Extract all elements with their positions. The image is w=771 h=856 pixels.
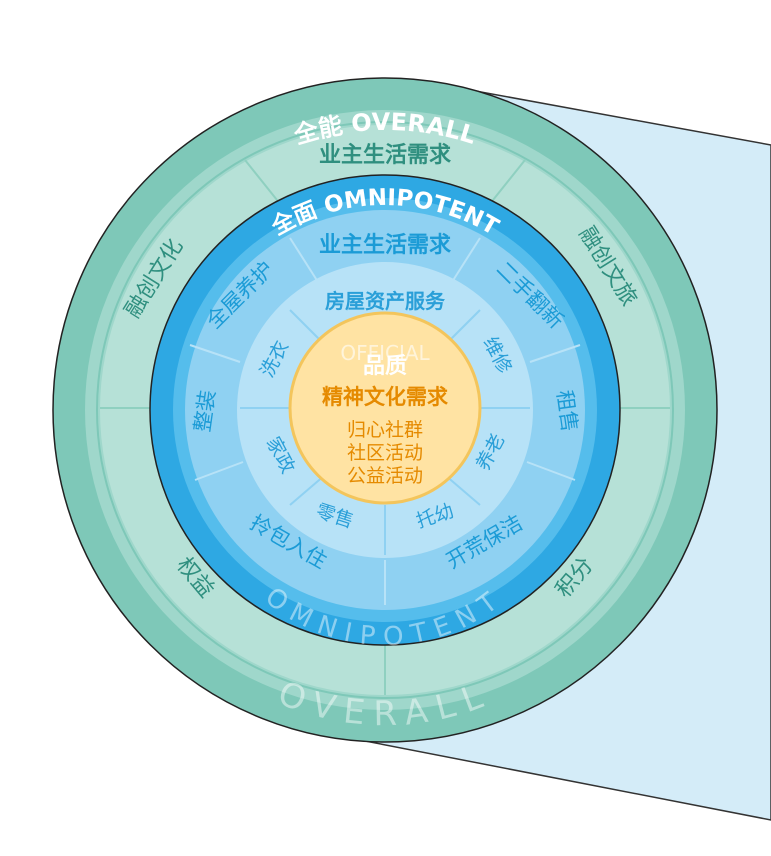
core-item-community: 归心社群 <box>347 419 423 441</box>
outer-ring-inner-line <box>96 121 674 699</box>
inner-title: 房屋资产服务 <box>325 289 446 313</box>
core-item-events: 社区活动 <box>347 442 423 464</box>
middle-title: 业主生活需求 <box>319 233 451 258</box>
core-watermark: OFFICIAL <box>340 341 430 365</box>
middle-label-decoration: 整装 <box>190 389 220 434</box>
core-title: 品质 <box>363 354 407 379</box>
core-subtitle: 精神文化需求 <box>322 385 448 409</box>
outer-title: 业主生活需求 <box>319 143 451 168</box>
core-item-charity: 公益活动 <box>347 465 423 487</box>
core-circle <box>288 311 482 505</box>
middle-label-rent-sale: 租售 <box>552 389 582 434</box>
middle-dividers <box>189 237 581 605</box>
